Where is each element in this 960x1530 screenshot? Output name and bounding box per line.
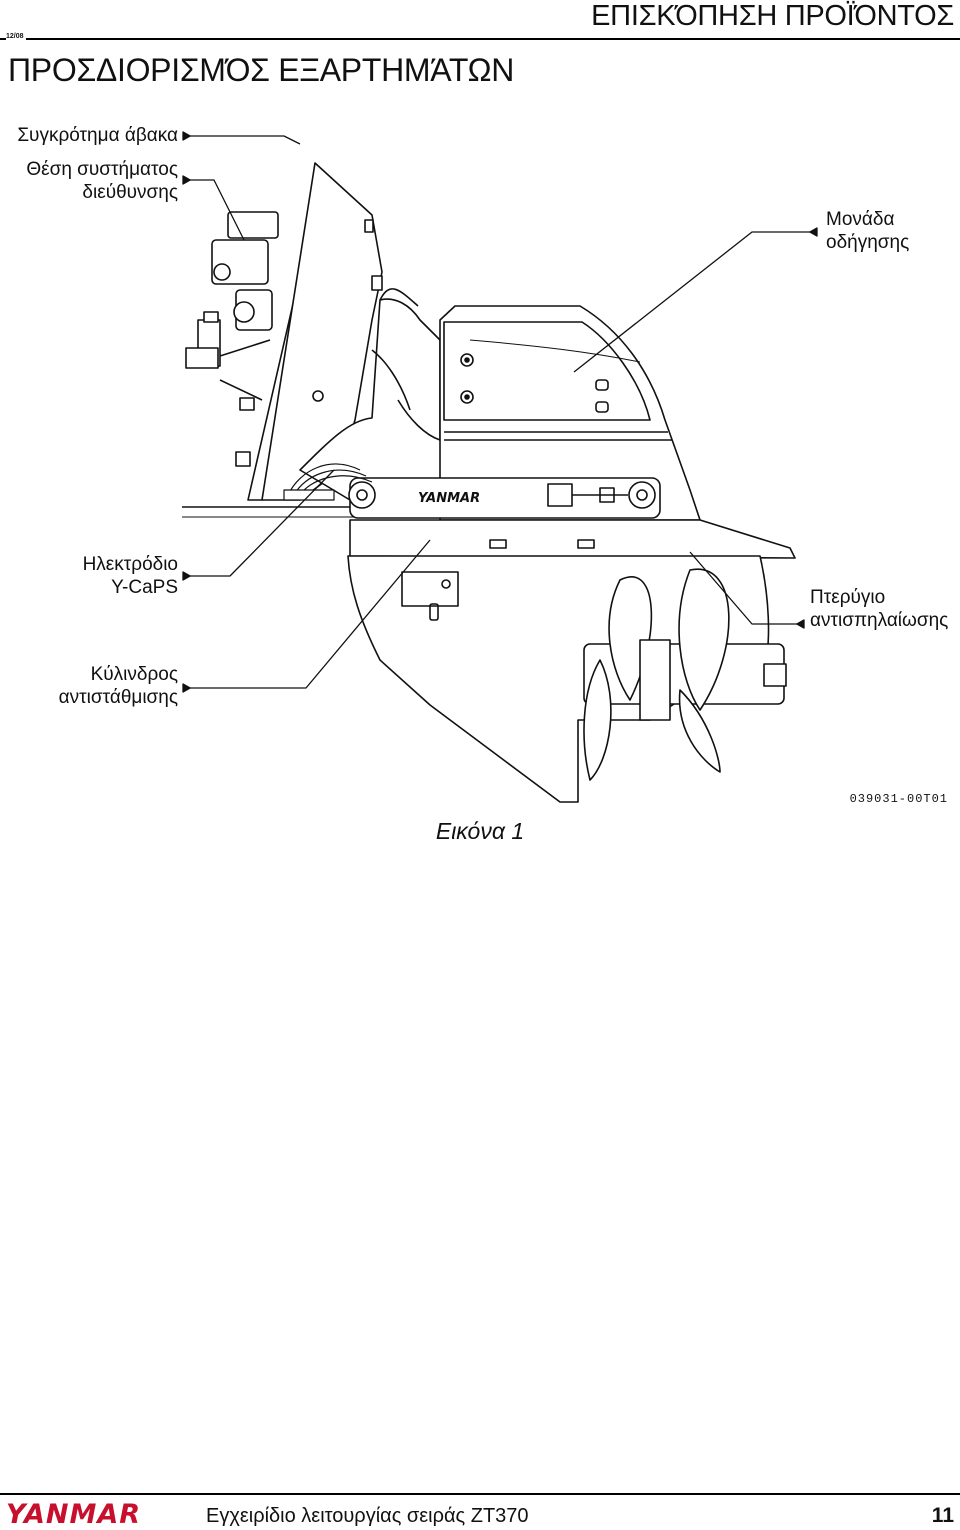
drive-unit-upper bbox=[439, 305, 701, 521]
callout-transom-assembly: Συγκρότημα άβακα bbox=[17, 124, 178, 147]
callout-electrode-line-2: Y-CaPS bbox=[111, 577, 178, 598]
page-date: 12/08 bbox=[6, 33, 26, 40]
sterndrive-illustration: YANMAR bbox=[182, 131, 818, 803]
callout-steering-line-1: Θέση συστήματος bbox=[26, 159, 178, 180]
callout-leaders bbox=[182, 131, 818, 693]
callout-cavitation-plate: Πτερύγιο αντισπηλαίωσης bbox=[810, 586, 948, 632]
callout-electrode: Ηλεκτρόδιο Y-CaPS bbox=[83, 553, 178, 599]
callout-trim-line-2: αντιστάθμισης bbox=[58, 687, 178, 708]
yanmar-logo-text: YANMAR bbox=[6, 1499, 142, 1530]
footer-rule bbox=[0, 1493, 960, 1495]
figure-caption: Εικόνα 1 bbox=[435, 818, 525, 844]
drive-brand-mark: YANMAR bbox=[418, 491, 480, 506]
callout-trim-line-1: Κύλινδρος bbox=[90, 664, 178, 685]
yanmar-logo: YANMAR bbox=[6, 1499, 141, 1530]
callout-drive-unit: Μονάδα οδήγησης bbox=[826, 208, 909, 254]
callout-cavitation-line-2: αντισπηλαίωσης bbox=[810, 610, 949, 631]
callout-transom-line-1: Συγκρότημα άβακα bbox=[17, 125, 178, 146]
section-header: ΕΠΙΣΚΌΠΗΣΗ ΠΡΟΪΌΝΤΟΣ bbox=[591, 0, 954, 32]
callout-steering-line-2: διεύθυνσης bbox=[82, 182, 178, 203]
callout-steering-position: Θέση συστήματος διεύθυνσης bbox=[26, 158, 178, 204]
header-rule bbox=[0, 38, 960, 40]
callout-cavitation-line-1: Πτερύγιο bbox=[810, 587, 886, 608]
trim-cylinder: YANMAR bbox=[348, 477, 661, 519]
callout-electrode-line-1: Ηλεκτρόδιο bbox=[82, 554, 178, 575]
steering-assembly bbox=[185, 211, 383, 467]
figure-code: 039031-00T01 bbox=[849, 792, 948, 806]
callout-drive-line-1: Μονάδα bbox=[826, 209, 895, 230]
transom-plate bbox=[182, 162, 383, 518]
propellers bbox=[583, 568, 730, 781]
page-number: 11 bbox=[931, 1504, 954, 1527]
callout-trim-cylinder: Κύλινδρος αντιστάθμισης bbox=[59, 663, 178, 709]
cavitation-plate bbox=[349, 519, 796, 559]
callout-drive-line-2: οδήγησης bbox=[826, 232, 910, 253]
footer-manual-title: Εγχειρίδιο λειτουργίας σειράς ZT370 bbox=[206, 1505, 529, 1527]
page-title: ΠΡΟΣΔΙΟΡΙΣΜΌΣ ΕΞΑΡΤΗΜΆΤΩΝ bbox=[8, 52, 515, 88]
